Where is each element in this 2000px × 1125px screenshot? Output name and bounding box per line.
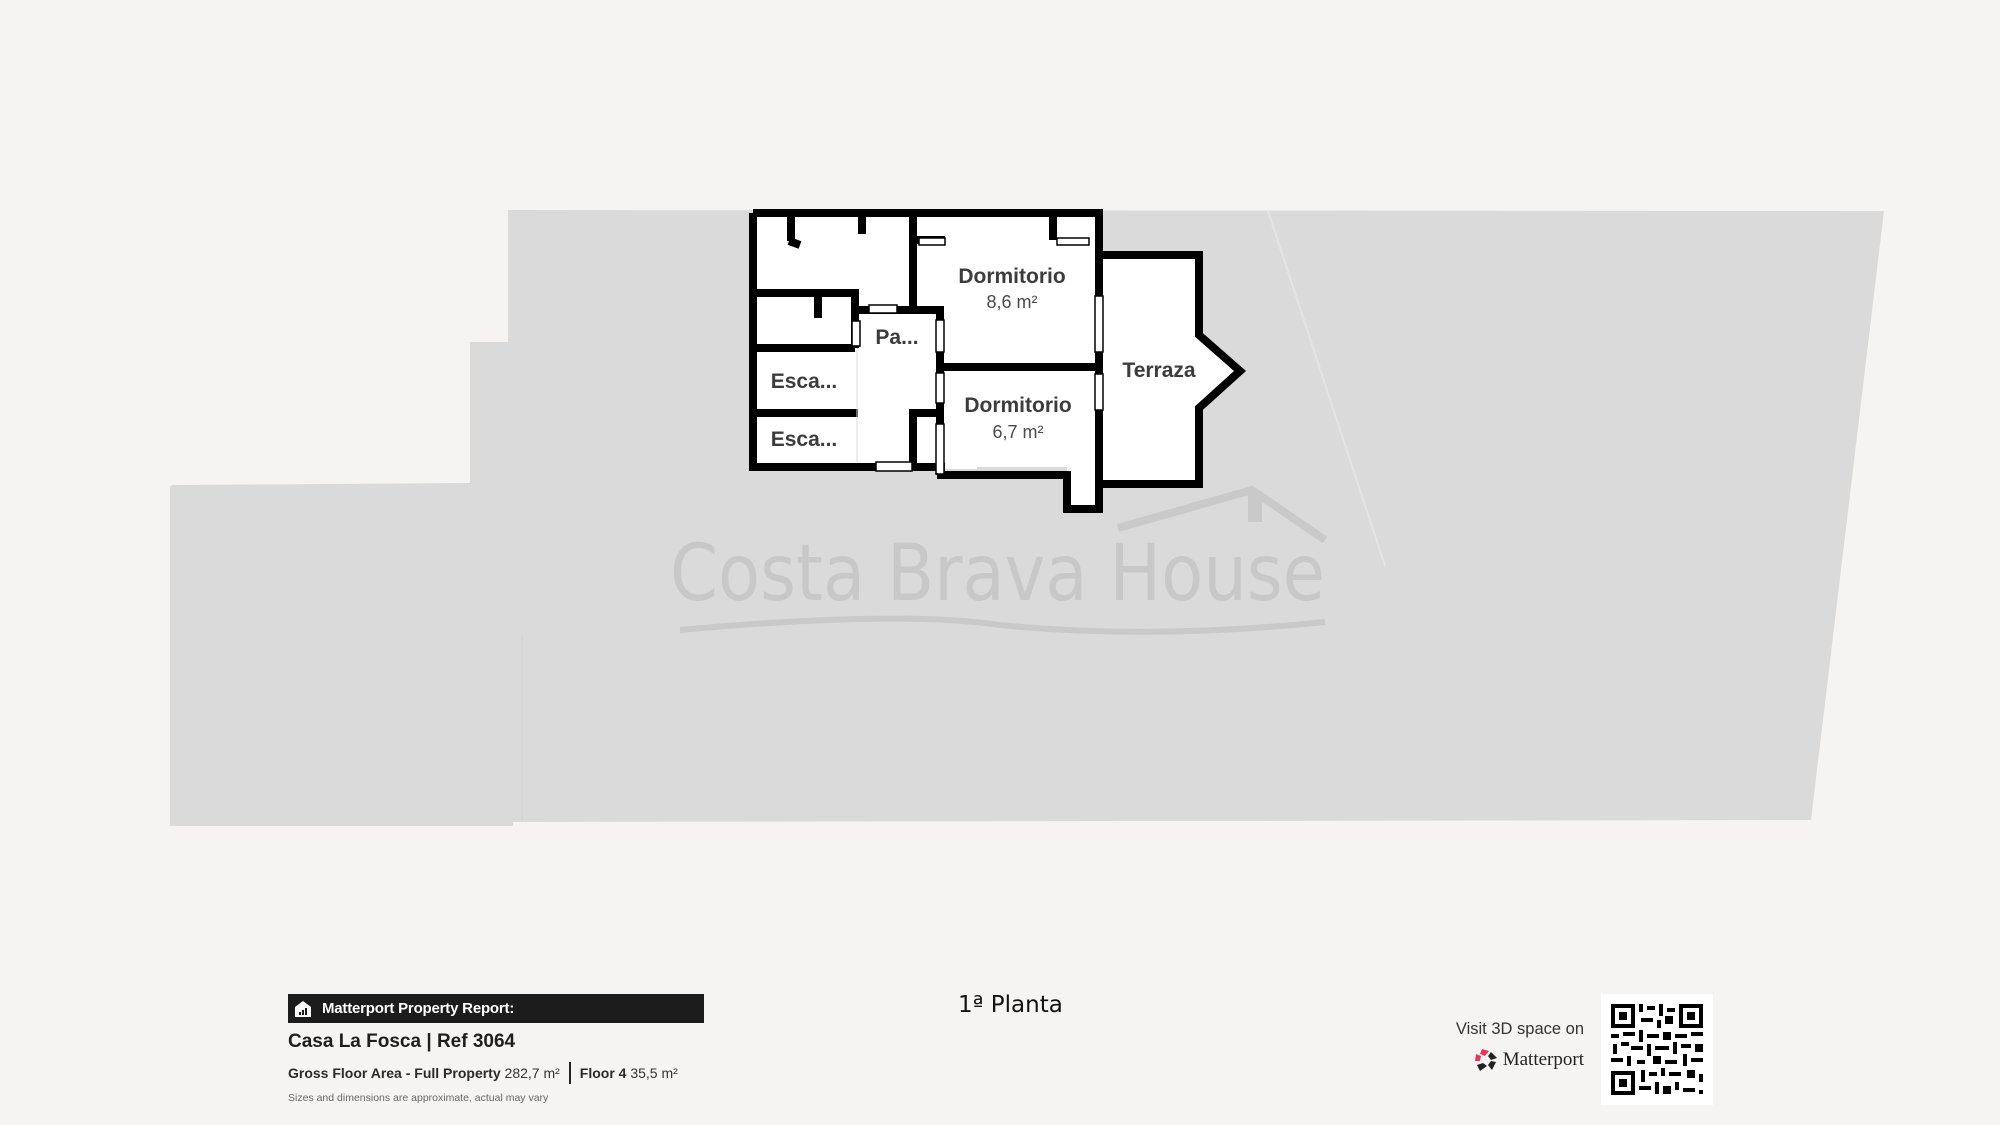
divider bbox=[568, 1062, 571, 1084]
room-escalera-2[interactable]: Esca... bbox=[771, 428, 838, 451]
watermark-logo: Costa Brava House bbox=[670, 485, 1328, 635]
room-pasillo[interactable]: Pa... bbox=[875, 326, 918, 349]
property-footprint bbox=[170, 210, 1884, 826]
svg-text:Costa Brava House: Costa Brava House bbox=[670, 529, 1325, 619]
visit-text: Visit 3D space on bbox=[1455, 1020, 1584, 1038]
room-escalera-1[interactable]: Esca... bbox=[771, 370, 838, 393]
gross-area-label: Gross Floor Area - Full Property bbox=[288, 1065, 501, 1081]
qr-code[interactable] bbox=[1601, 994, 1713, 1105]
room-dormitorio-2-area: 6,7 m² bbox=[992, 422, 1043, 442]
room-dormitorio-2[interactable]: Dormitorio bbox=[964, 394, 1071, 417]
room-dormitorio-1[interactable]: Dormitorio bbox=[958, 265, 1065, 288]
report-header-label: Matterport Property Report: bbox=[322, 1000, 515, 1017]
floor-area-label: Floor 4 bbox=[579, 1065, 627, 1081]
property-report: Matterport Property Report: Casa La Fosc… bbox=[288, 994, 704, 1104]
report-header: Matterport Property Report: bbox=[288, 994, 704, 1023]
matterport-brand[interactable]: Matterport bbox=[1448, 1048, 1584, 1072]
qr-code-icon bbox=[1611, 1004, 1703, 1095]
matterport-name: Matterport bbox=[1502, 1049, 1584, 1070]
floor-area-value: 35,5 m² bbox=[630, 1065, 678, 1081]
room-dormitorio-1-area: 8,6 m² bbox=[986, 292, 1037, 312]
disclaimer: Sizes and dimensions are approximate, ac… bbox=[288, 1092, 549, 1104]
property-title: Casa La Fosca | Ref 3064 bbox=[288, 1031, 516, 1052]
house-chart-icon bbox=[295, 1001, 311, 1017]
room-terraza[interactable]: Terraza bbox=[1122, 359, 1195, 382]
area-summary: Gross Floor Area - Full Property 282,7 m… bbox=[288, 1062, 704, 1084]
visit-matterport-link[interactable]: Visit 3D space on Matterport bbox=[1448, 1020, 1584, 1072]
matterport-logo-icon bbox=[1474, 1049, 1497, 1071]
floor-label: 1ª Planta bbox=[958, 992, 1063, 1018]
gross-area-value: 282,7 m² bbox=[504, 1065, 560, 1081]
